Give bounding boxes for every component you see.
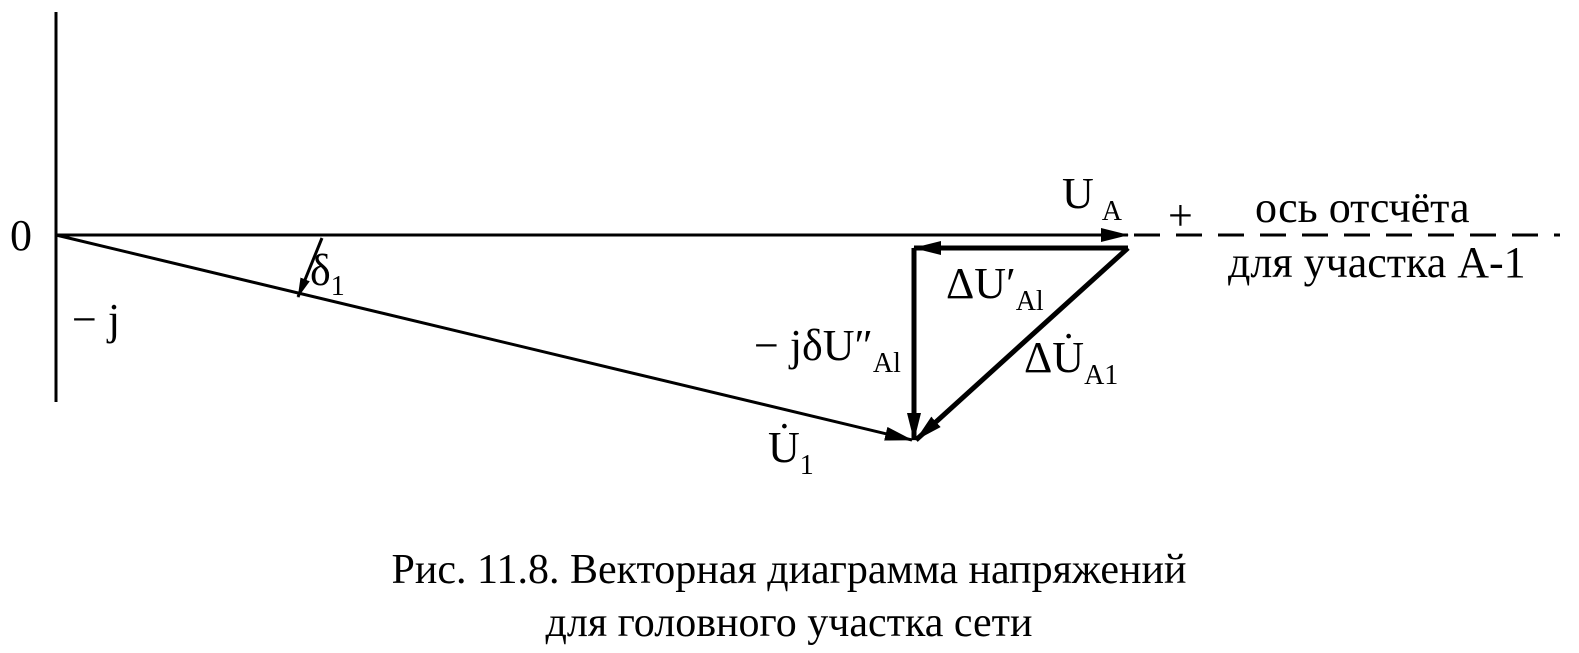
axis-label-line2: для участка А-1 xyxy=(1228,238,1526,287)
u1-vector xyxy=(55,233,913,442)
du-dot-vector xyxy=(914,246,1130,442)
plus-label: + xyxy=(1168,191,1193,240)
caption-line1: Рис. 11.8. Векторная диаграмма напряжени… xyxy=(392,547,1187,593)
du-prime-label: ΔU′Al xyxy=(946,259,1044,317)
axis-label-line1: ось отсчёта xyxy=(1255,183,1469,232)
u1-label: U̇1 xyxy=(768,423,814,481)
du-dot-label: ΔU̇A1 xyxy=(1024,333,1118,391)
jdu-label: − jδU″Al xyxy=(754,321,901,379)
caption-line2: для головного участка сети xyxy=(545,600,1032,646)
delta-label: δ1 xyxy=(310,246,345,302)
delta-angle-arrow xyxy=(296,237,324,298)
neg-j-label: − j xyxy=(72,295,120,344)
origin-label: 0 xyxy=(10,211,32,260)
